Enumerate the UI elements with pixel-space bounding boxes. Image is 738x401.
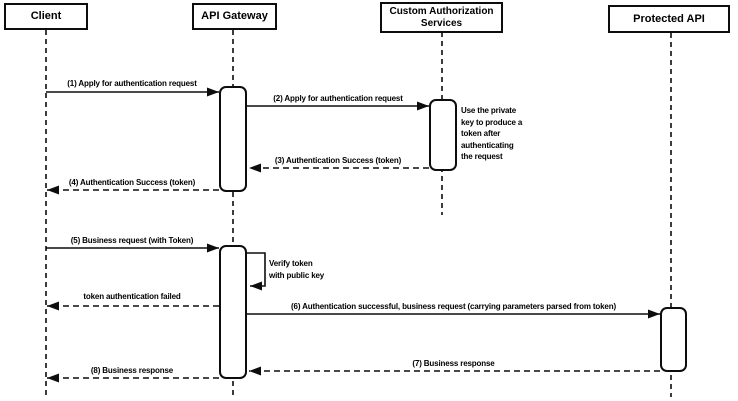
protected-api-activation-bar	[660, 307, 687, 372]
note-verify-token: Verify token with public key	[269, 259, 325, 280]
message-2-label: (2) Apply for authentication request	[273, 94, 403, 103]
message-4-label: (4) Authentication Success (token)	[68, 178, 196, 187]
message-6-label: (6) Authentication successful, business …	[291, 302, 616, 311]
message-8-label: (8) Business response	[90, 366, 174, 375]
message-5-label: (5) Business request (with Token)	[70, 236, 194, 245]
message-token-failed-label: token authentication failed	[83, 292, 181, 301]
participant-protected-api: Protected API	[608, 5, 730, 33]
gateway-activation-bar-2	[219, 245, 247, 379]
participant-client: Client	[4, 3, 88, 30]
self-loop-verify-token-arrow	[247, 252, 266, 291]
auth-activation-bar	[429, 99, 457, 171]
participant-api-gateway: API Gateway	[192, 3, 277, 30]
message-3-label: (3) Authentication Success (token)	[274, 156, 402, 165]
gateway-activation-bar-1	[219, 86, 247, 192]
participant-custom-authorization-services: Custom Authorization Services	[380, 2, 503, 33]
message-1-label: (1) Apply for authentication request	[67, 79, 197, 88]
note-private-key: Use the private key to produce a token a…	[461, 106, 523, 161]
message-7-label: (7) Business response	[412, 359, 495, 368]
